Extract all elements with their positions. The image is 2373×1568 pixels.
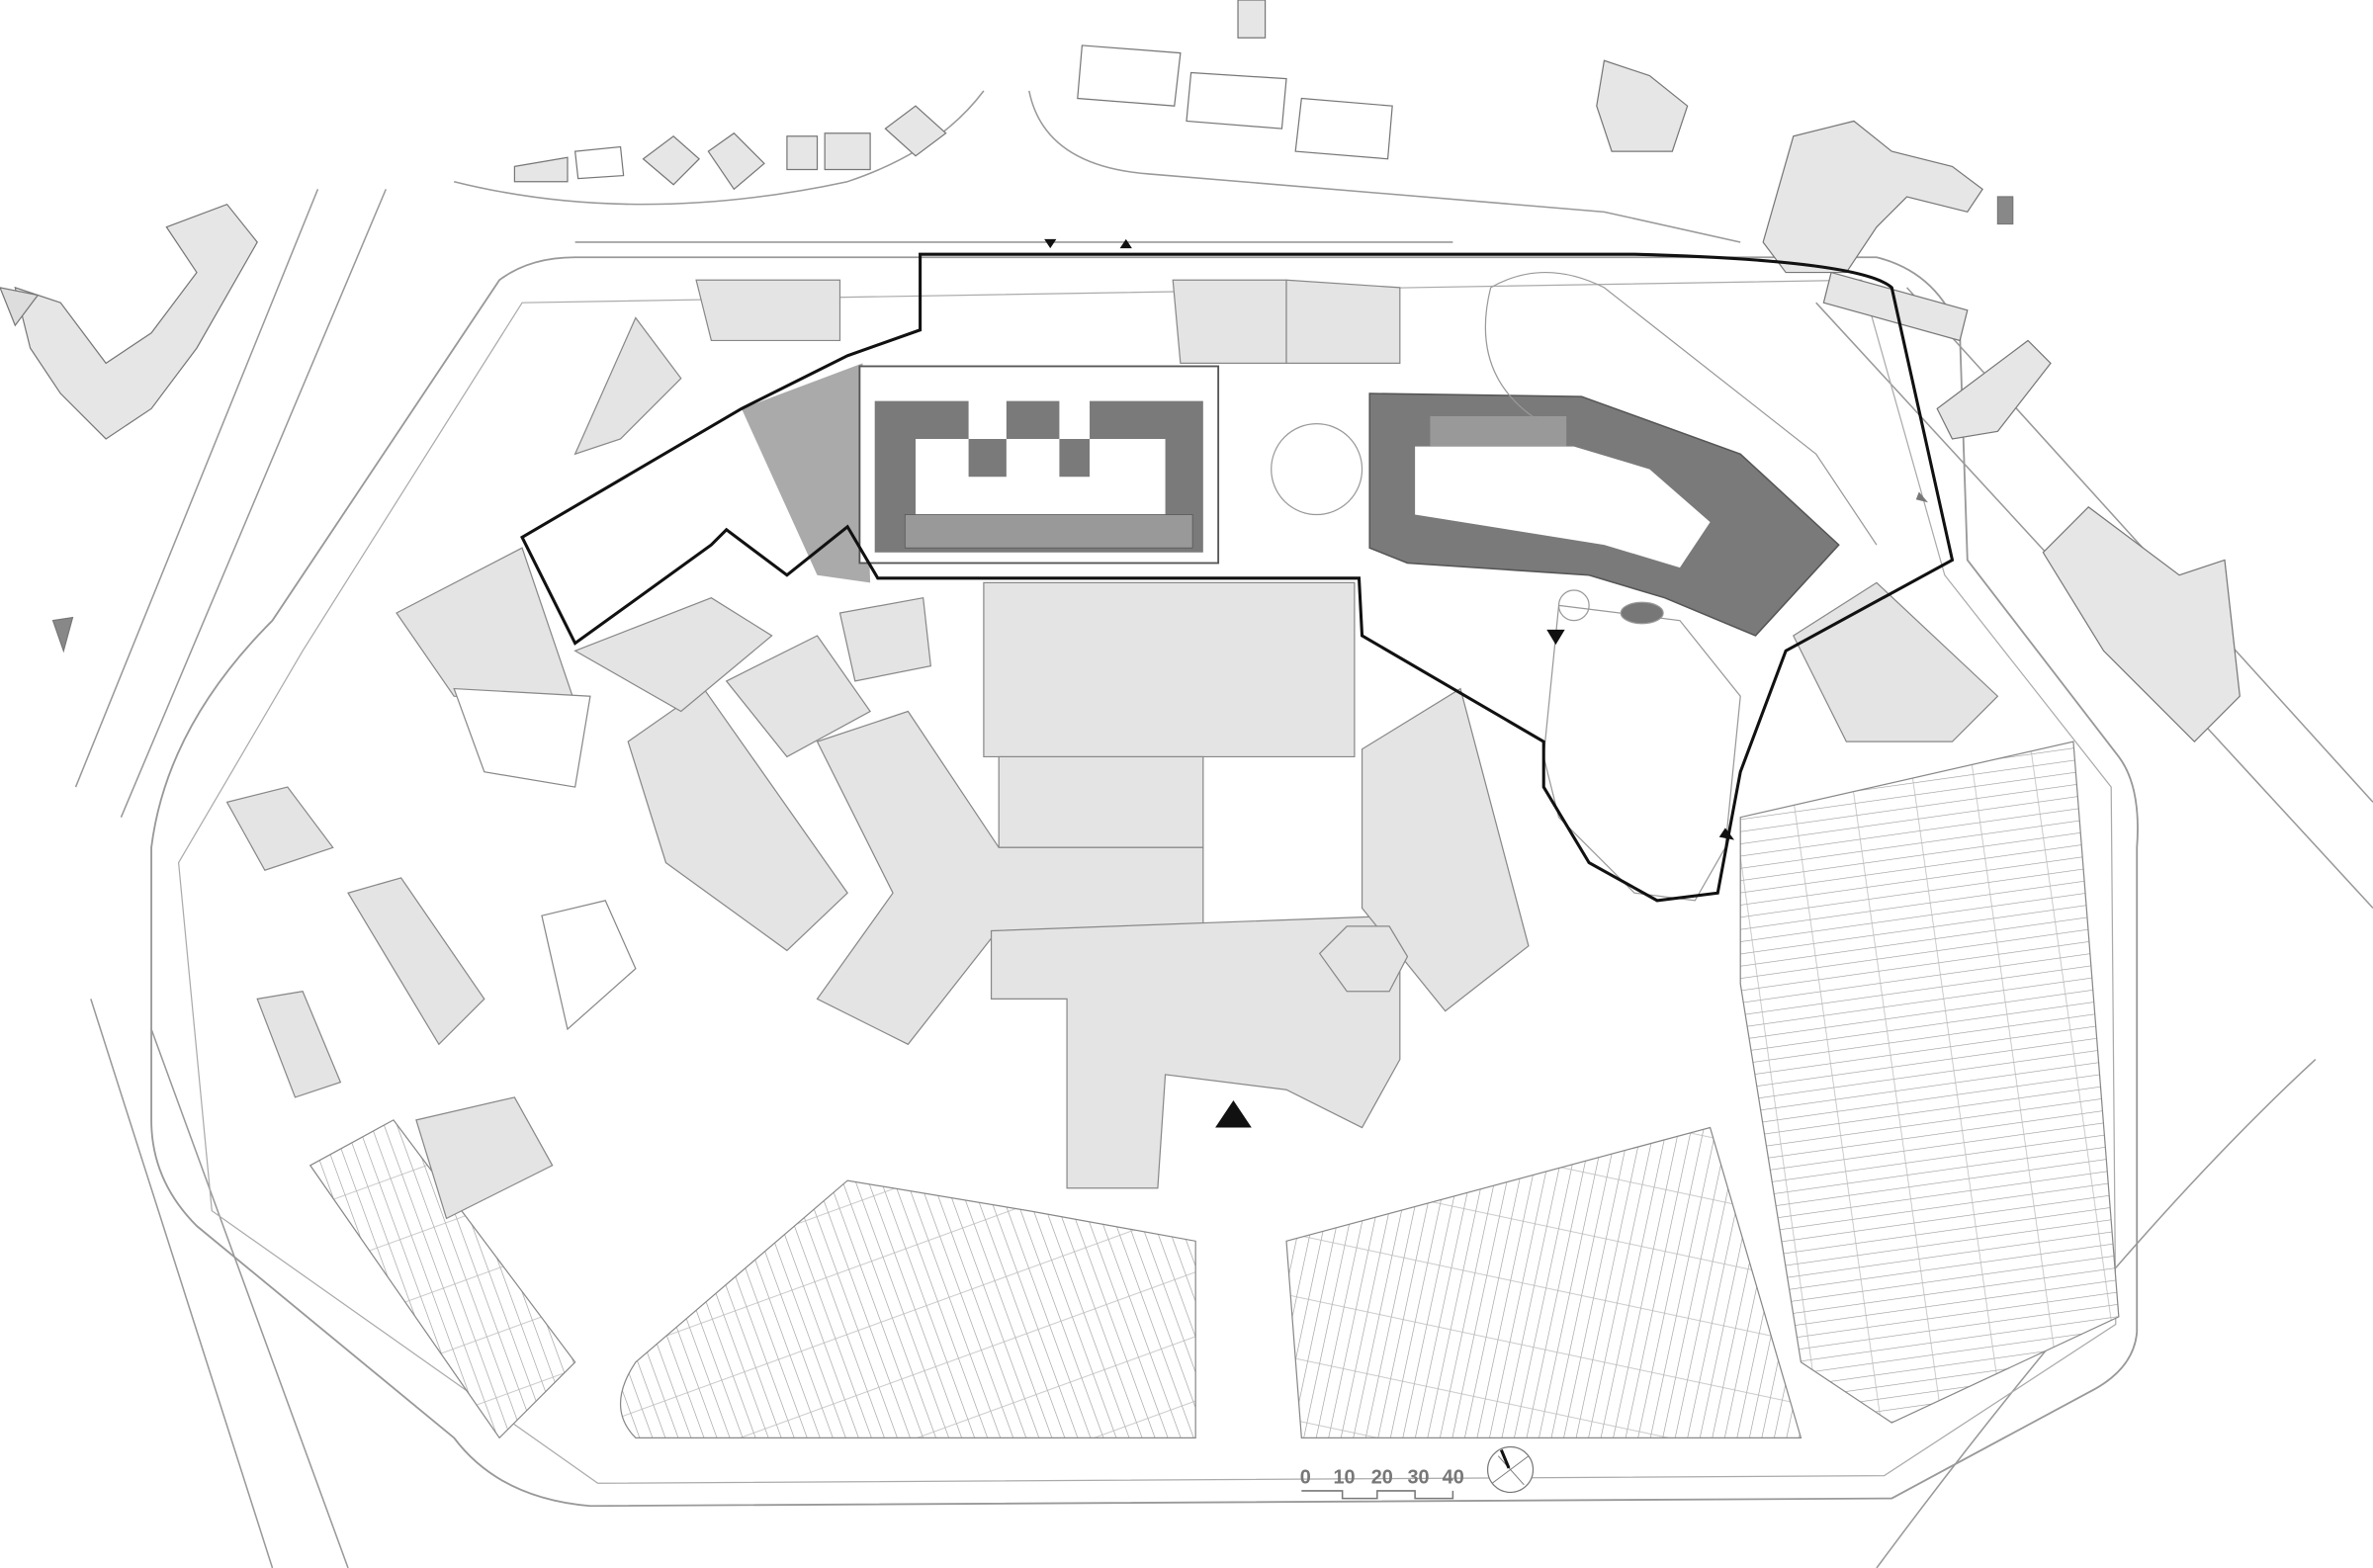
entrance-markers [1044, 238, 1928, 1128]
car-park-east [1739, 740, 2120, 1424]
scale-label: 20 [1371, 1466, 1393, 1488]
car-park-south-east [1285, 1126, 1802, 1438]
car-park-south-west [619, 1179, 1196, 1438]
car-park-west [308, 1119, 576, 1439]
scale-label: 40 [1443, 1466, 1464, 1488]
main-entrance-icon [1215, 1099, 1252, 1128]
roof-plant [1430, 415, 1567, 447]
entrance-icon [1915, 491, 1928, 503]
scale-label: 10 [1333, 1466, 1355, 1488]
entrance-icon [1718, 828, 1735, 840]
courtyards [916, 438, 1166, 515]
car-parks [308, 740, 2120, 1439]
new-building-east [1368, 392, 1840, 637]
new-building-west [742, 363, 1220, 583]
scale-label: 0 [1300, 1466, 1311, 1488]
site-boundary [520, 252, 1955, 903]
garden [1271, 271, 1878, 902]
shadow [742, 363, 871, 583]
courtyards [1415, 446, 1711, 568]
entrance-icon [1119, 238, 1132, 249]
site-perimeter-road [150, 256, 2139, 1508]
entrance-icon [1044, 238, 1057, 249]
roof-plant [904, 514, 1193, 549]
scale-bar: 0 10 20 30 40 [1300, 1466, 1464, 1500]
scale-label: 30 [1407, 1466, 1429, 1488]
entrance-icon [1546, 629, 1565, 646]
scale-ruler [1301, 1490, 1454, 1500]
north-arrow-icon [1486, 1445, 1535, 1494]
existing-hospital [225, 279, 1999, 1220]
